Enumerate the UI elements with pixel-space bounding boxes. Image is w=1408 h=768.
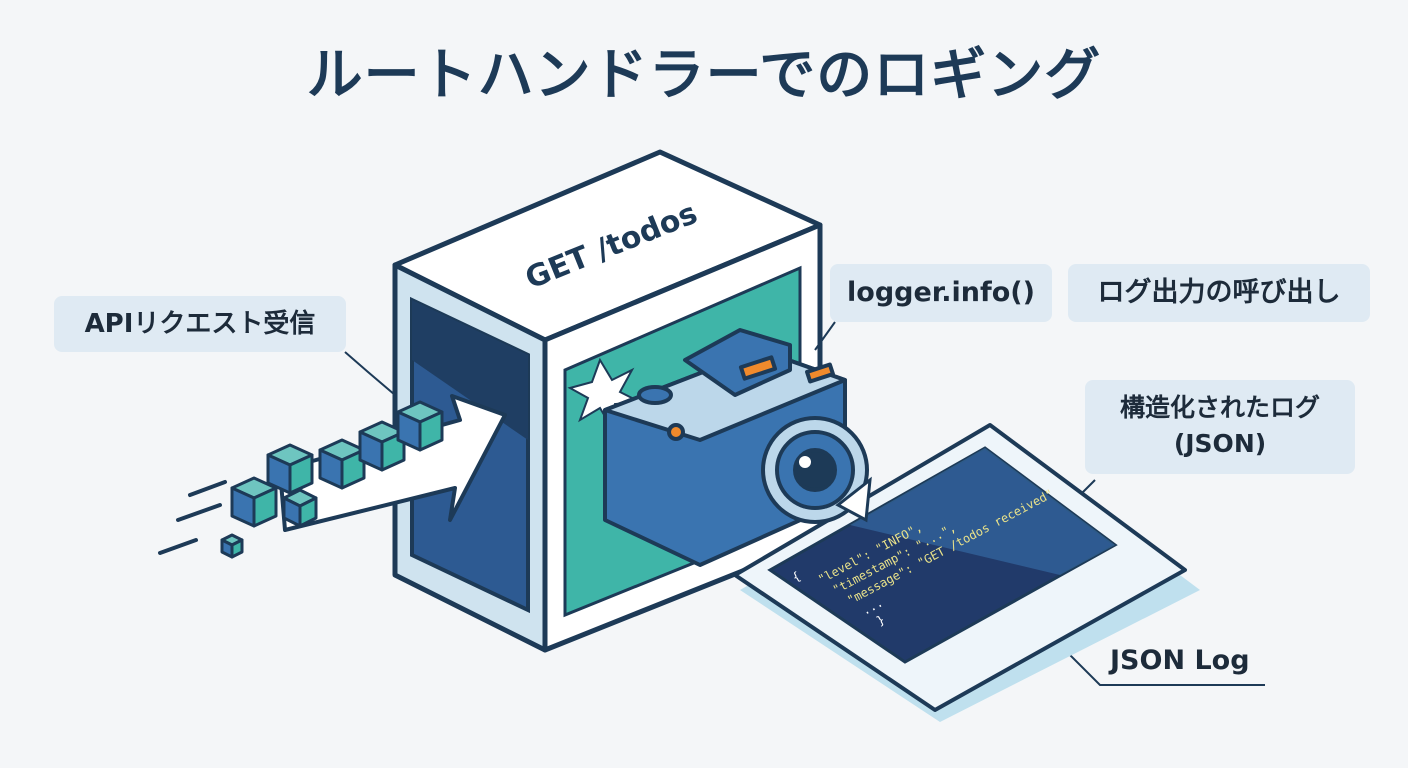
capture-arrow xyxy=(835,476,872,523)
log-output-call-label: ログ出力の呼び出し xyxy=(1068,264,1370,322)
structured-log-label-line2: (JSON) xyxy=(1173,429,1267,458)
camera-icon xyxy=(603,328,869,567)
motion-lines xyxy=(158,480,227,555)
page-title: ルートハンドラーでのロギング xyxy=(306,43,1102,108)
json-log-label: JSON Log xyxy=(1110,645,1250,676)
structured-log-label: 構造化されたログ (JSON) xyxy=(1085,380,1355,474)
structured-log-label-line1: 構造化されたログ xyxy=(1119,393,1320,422)
data-cubes xyxy=(220,400,444,559)
json-log-paper: { "level": "INFO", "timestamp": "...", "… xyxy=(733,423,1200,722)
api-request-label: APIリクエスト受信 xyxy=(54,296,346,352)
logger-call-label: logger.info() xyxy=(830,264,1052,322)
